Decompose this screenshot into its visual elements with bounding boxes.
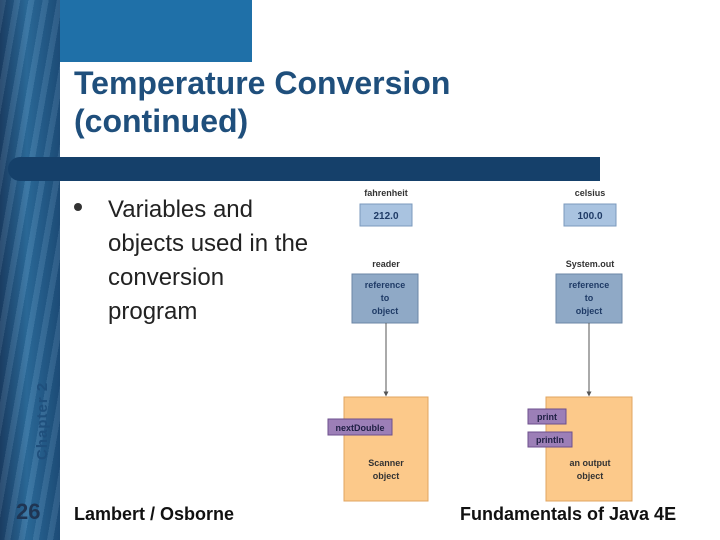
slide-number: 26 [16,499,41,524]
output-object-line2: object [577,471,604,481]
scanner-object-box [343,396,429,502]
variables-diagram: fahrenheit 212.0 celsius 100.0 reader re… [327,188,633,502]
top-decorative-block [60,0,252,62]
systemout-ref-line2: to [585,293,594,303]
systemout-label: System.out [566,259,615,269]
println-method-box [527,431,573,448]
title-underline-bar [8,157,600,181]
reader-ref-line3: object [372,306,399,316]
fahrenheit-label: fahrenheit [364,188,408,198]
bullet-dot-icon [74,203,82,211]
scanner-object-line1: Scanner [368,458,404,468]
output-object-line1: an output [570,458,611,468]
scanner-object-line2: object [373,471,400,481]
left-decorative-band [0,0,60,540]
footer-authors: Lambert / Osborne [74,504,235,524]
print-method-box [527,408,567,425]
celsius-value: 100.0 [577,211,602,222]
systemout-ref-line3: object [576,306,603,316]
println-method-label: println [536,435,564,445]
fahrenheit-value: 212.0 [373,211,398,222]
reader-reference-box [351,273,419,324]
title-panel [60,62,720,162]
reader-ref-line1: reference [365,280,406,290]
reader-label: reader [372,259,400,269]
celsius-value-box [563,203,617,227]
reader-ref-line2: to [381,293,390,303]
bullet-text: Variables and objects used in the conver… [108,196,309,325]
print-method-label: print [537,412,557,422]
nextdouble-method-box [327,418,393,436]
celsius-label: celsius [575,188,606,198]
footer-book-title: Fundamentals of Java 4E [460,504,677,524]
systemout-ref-line1: reference [569,280,610,290]
systemout-reference-box [555,273,623,324]
fahrenheit-value-box [359,203,413,227]
chapter-label: Chapter 2 [34,381,51,460]
nextdouble-method-label: nextDouble [335,423,384,433]
slide-title: Temperature Conversion (continued) [74,65,451,139]
